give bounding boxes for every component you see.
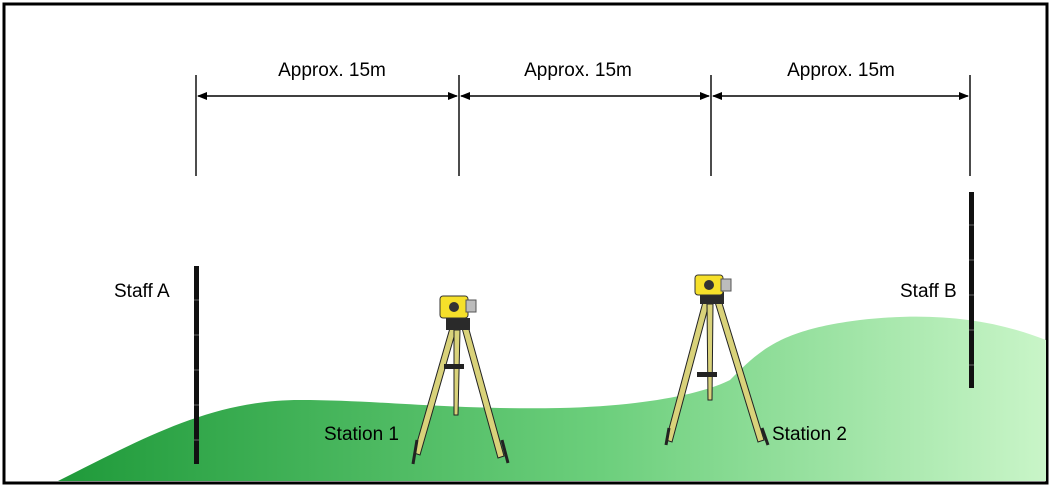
station-1-level-instrument [411, 295, 510, 465]
staff-a [194, 266, 199, 464]
staff-b [969, 192, 974, 388]
station-2-label: Station 2 [772, 424, 847, 445]
distance-guides [195, 75, 971, 176]
distance-label-2: Approx. 15m [524, 60, 632, 81]
ground-hill [58, 316, 1046, 481]
distance-label-3: Approx. 15m [787, 60, 895, 81]
station-2-level-instrument [664, 274, 770, 446]
station-1-label: Station 1 [324, 424, 399, 445]
distance-label-1: Approx. 15m [278, 60, 386, 81]
staff-b-label: Staff B [900, 281, 957, 302]
staff-a-label: Staff A [114, 281, 170, 302]
